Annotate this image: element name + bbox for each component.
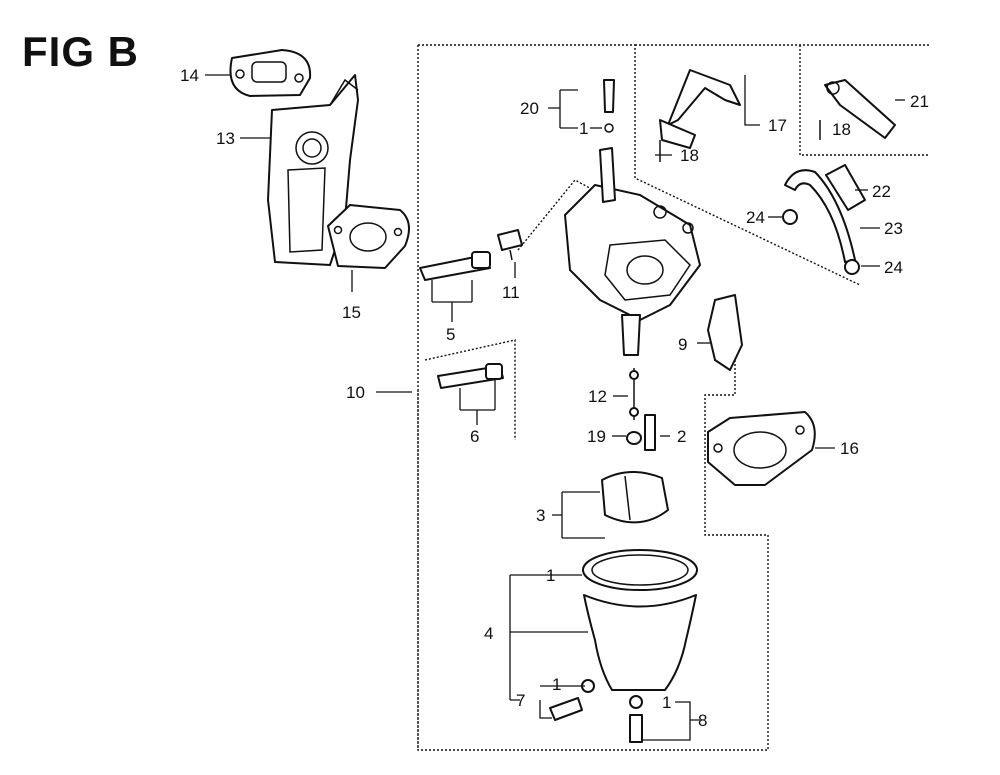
callout-18a[interactable]: 18 xyxy=(680,146,699,165)
screw-set-part-6[interactable] xyxy=(437,363,504,389)
valve-part-9[interactable] xyxy=(707,294,743,371)
callout-14[interactable]: 14 xyxy=(180,66,199,85)
callout-18b[interactable]: 18 xyxy=(832,120,851,139)
callout-5[interactable]: 5 xyxy=(446,325,455,344)
callout-24a[interactable]: 24 xyxy=(746,208,765,227)
callout-21[interactable]: 21 xyxy=(910,92,929,111)
screw-set-part-5[interactable] xyxy=(419,251,491,281)
hose-part-23[interactable] xyxy=(784,169,856,263)
callout-24b[interactable]: 24 xyxy=(884,258,903,277)
callout-22[interactable]: 22 xyxy=(872,182,891,201)
callout-1b[interactable]: 1 xyxy=(546,566,555,585)
gasket-part-16[interactable] xyxy=(707,411,816,486)
seal-part-19[interactable] xyxy=(626,431,642,445)
callout-19[interactable]: 19 xyxy=(587,427,606,446)
callout-1a[interactable]: 1 xyxy=(579,119,588,138)
callout-23[interactable]: 23 xyxy=(884,219,903,238)
callout-labels: 14 13 15 20 1 18 17 18 21 22 23 24 24 11… xyxy=(180,66,929,730)
callout-13[interactable]: 13 xyxy=(216,129,235,148)
callout-9[interactable]: 9 xyxy=(678,335,687,354)
callout-20[interactable]: 20 xyxy=(520,99,539,118)
clip-part-24[interactable] xyxy=(782,209,860,275)
lever-part-21[interactable] xyxy=(819,79,896,140)
screw-part-11[interactable] xyxy=(497,229,523,261)
insulator-part-15[interactable] xyxy=(327,204,410,269)
callout-15[interactable]: 15 xyxy=(342,303,361,322)
callout-1d[interactable]: 1 xyxy=(662,693,671,712)
callout-1c[interactable]: 1 xyxy=(552,675,561,694)
callout-8[interactable]: 8 xyxy=(698,711,707,730)
tube-part-22[interactable] xyxy=(825,164,866,211)
float-part-3[interactable] xyxy=(601,470,669,524)
float-bowl-part-4[interactable] xyxy=(582,549,698,691)
leader-lines xyxy=(205,74,905,741)
callout-11[interactable]: 11 xyxy=(502,283,520,302)
jet-part-20[interactable] xyxy=(603,79,615,133)
callout-4[interactable]: 4 xyxy=(484,624,493,643)
callout-16[interactable]: 16 xyxy=(840,439,859,458)
figure-title: FIG B xyxy=(22,28,139,75)
lever-part-17[interactable] xyxy=(659,69,741,162)
needle-part-12[interactable] xyxy=(629,368,639,420)
callout-7[interactable]: 7 xyxy=(516,691,525,710)
assembly-frame xyxy=(417,44,930,751)
callout-10[interactable]: 10 xyxy=(346,383,365,402)
gasket-part-14[interactable] xyxy=(229,49,312,97)
callout-6[interactable]: 6 xyxy=(470,427,479,446)
callout-3[interactable]: 3 xyxy=(536,506,545,525)
callout-17[interactable]: 17 xyxy=(768,116,787,135)
carburetor-body[interactable] xyxy=(564,147,701,356)
callout-12[interactable]: 12 xyxy=(588,387,607,406)
callout-2[interactable]: 2 xyxy=(677,427,686,446)
bolt-part-8[interactable] xyxy=(629,695,643,743)
spring-part-2[interactable] xyxy=(644,414,656,451)
